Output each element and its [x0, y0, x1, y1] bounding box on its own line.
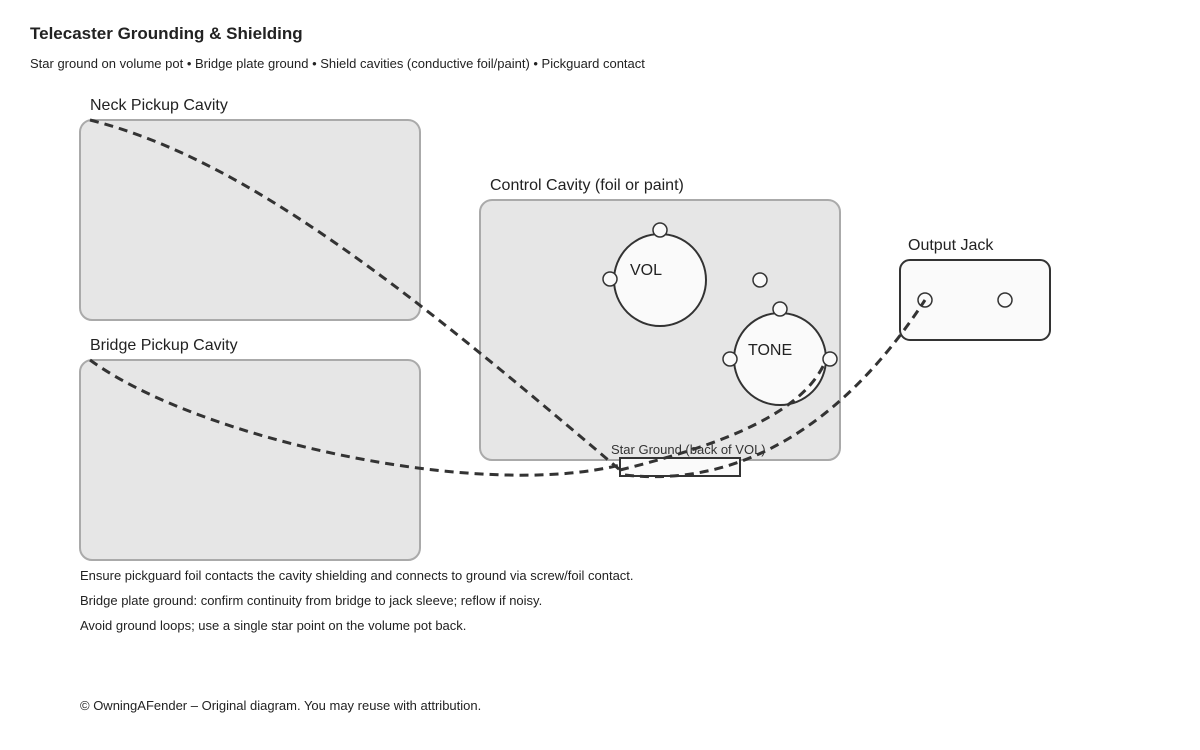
volume-pot: [613, 233, 707, 327]
tone-ground-wire: [619, 361, 827, 472]
control-cavity-label: Control Cavity (foil or paint): [490, 177, 684, 194]
tone-lug-left: [722, 351, 738, 367]
footer-attribution: © OwningAFender – Original diagram. You …: [80, 698, 482, 713]
star-ground-label: Star Ground (back of VOL): [611, 442, 766, 457]
tone-lug-right: [822, 351, 838, 367]
tone-label: TONE: [748, 342, 792, 359]
note-ground-loops: Avoid ground loops; use a single star po…: [80, 618, 467, 633]
tone-pot: [733, 312, 827, 406]
vol-label: VOL: [630, 262, 662, 279]
page-title: Telecaster Grounding & Shielding: [30, 24, 303, 43]
tone-lug-top: [772, 301, 788, 317]
neck-pickup-cavity: [79, 119, 421, 321]
jack-tip-lug: [997, 292, 1013, 308]
bridge-pickup-cavity: [79, 359, 421, 561]
output-jack: [899, 259, 1051, 341]
vol-lug-top: [652, 222, 668, 238]
bridge-ground-wire: [89, 358, 621, 477]
neck-ground-wire: [89, 118, 621, 472]
output-jack-label: Output Jack: [908, 237, 994, 254]
vol-lug-left: [602, 271, 618, 287]
page-subtitle: Star ground on volume pot • Bridge plate…: [30, 56, 645, 71]
note-pickguard: Ensure pickguard foil contacts the cavit…: [80, 568, 634, 583]
bridge-cavity-label: Bridge Pickup Cavity: [90, 337, 238, 354]
jack-ground-wire: [624, 299, 927, 478]
note-bridge-plate: Bridge plate ground: confirm continuity …: [80, 593, 543, 608]
switch-lug: [752, 272, 768, 288]
neck-cavity-label: Neck Pickup Cavity: [90, 97, 228, 114]
